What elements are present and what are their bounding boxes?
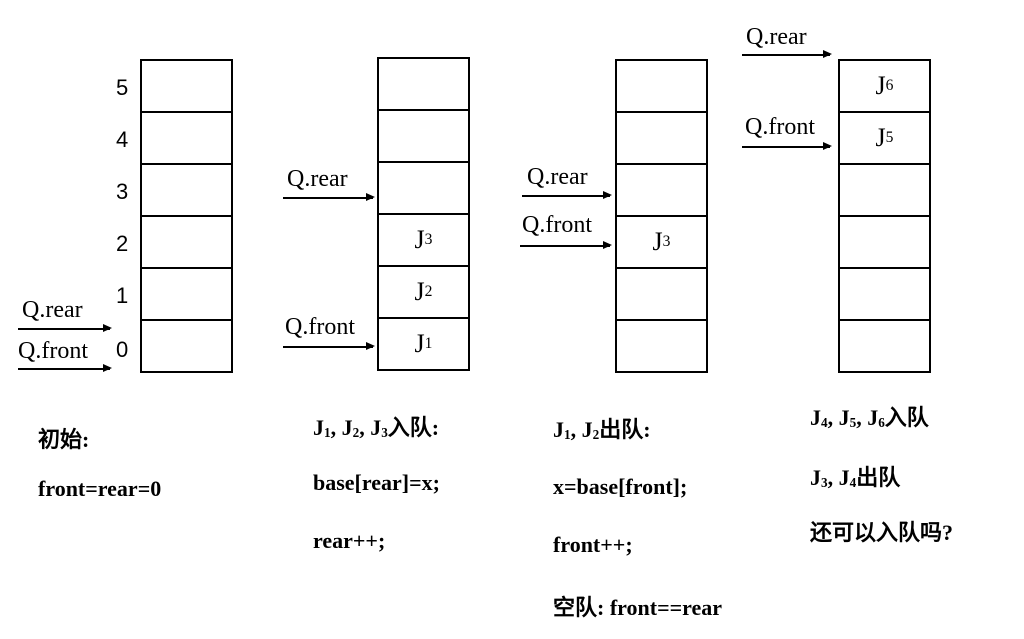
index-label-5: 5 bbox=[116, 75, 129, 100]
queue3-rear-label: Q.rear bbox=[527, 164, 588, 190]
queue3-caption-line1: x=base[front]; bbox=[553, 474, 688, 499]
index-label-4: 4 bbox=[116, 127, 129, 152]
queue1-cell-5 bbox=[140, 59, 233, 113]
queue1-rear-label: Q.rear bbox=[22, 297, 83, 323]
queue1-front-label: Q.front bbox=[18, 338, 88, 364]
queue2-caption-line2: rear++; bbox=[313, 528, 386, 553]
queue2-caption-title: J1, J2, J3入队: bbox=[313, 415, 440, 440]
queue3-rear-arrow bbox=[522, 192, 612, 198]
queue1-cell-3 bbox=[140, 163, 233, 217]
queue4-cell-3 bbox=[838, 163, 931, 217]
queue3-cell-1 bbox=[615, 267, 708, 321]
queue1-cell-1 bbox=[140, 267, 233, 321]
queue3-cell-5 bbox=[615, 59, 708, 113]
queue3-caption-title: J1, J2出队: bbox=[553, 417, 651, 442]
queue1-cell-2 bbox=[140, 215, 233, 269]
queue1-rear-arrow bbox=[18, 325, 112, 331]
queue3-cell-3 bbox=[615, 163, 708, 217]
queue3-caption-line2: front++; bbox=[553, 532, 633, 557]
queue2-rear-label: Q.rear bbox=[287, 166, 348, 192]
queue3-cell-0 bbox=[615, 319, 708, 373]
queue2-cell-3 bbox=[377, 161, 470, 215]
queue4-caption-line3: 还可以入队吗? bbox=[810, 520, 954, 545]
queue2-cell-4 bbox=[377, 109, 470, 163]
queue1-caption-title: 初始: bbox=[38, 427, 90, 452]
index-label-1: 1 bbox=[116, 283, 129, 308]
queue2-front-arrow bbox=[283, 343, 375, 349]
queue3-cell-4 bbox=[615, 111, 708, 165]
queue4-rear-label: Q.rear bbox=[746, 24, 807, 50]
queue4-cell-0 bbox=[838, 319, 931, 373]
queue3-front-arrow bbox=[520, 242, 612, 248]
queue1-caption-line1: front=rear=0 bbox=[38, 476, 162, 501]
index-label-3: 3 bbox=[116, 179, 129, 204]
queue2-cell-5 bbox=[377, 57, 470, 111]
queue1-front-arrow bbox=[18, 365, 112, 371]
index-label-2: 2 bbox=[116, 231, 129, 256]
index-label-0: 0 bbox=[116, 337, 129, 362]
queue2-caption-line1: base[rear]=x; bbox=[313, 470, 440, 495]
queue4-front-arrow bbox=[742, 143, 832, 149]
queue4-cell-2 bbox=[838, 215, 931, 269]
queue3-caption-line3: 空队: front==rear bbox=[553, 595, 723, 620]
queue4-cell-1 bbox=[838, 267, 931, 321]
queue4-caption-line2: J3, J4出队 bbox=[810, 465, 901, 490]
queue2-rear-arrow bbox=[283, 194, 375, 200]
queue1-cell-4 bbox=[140, 111, 233, 165]
queue3-front-label: Q.front bbox=[522, 212, 592, 238]
queue4-rear-arrow bbox=[742, 51, 832, 57]
queue2-front-label: Q.front bbox=[285, 314, 355, 340]
queue4-caption-line1: J4, J5, J6入队 bbox=[810, 405, 929, 430]
queue4-front-label: Q.front bbox=[745, 114, 815, 140]
queue1-cell-0 bbox=[140, 319, 233, 373]
